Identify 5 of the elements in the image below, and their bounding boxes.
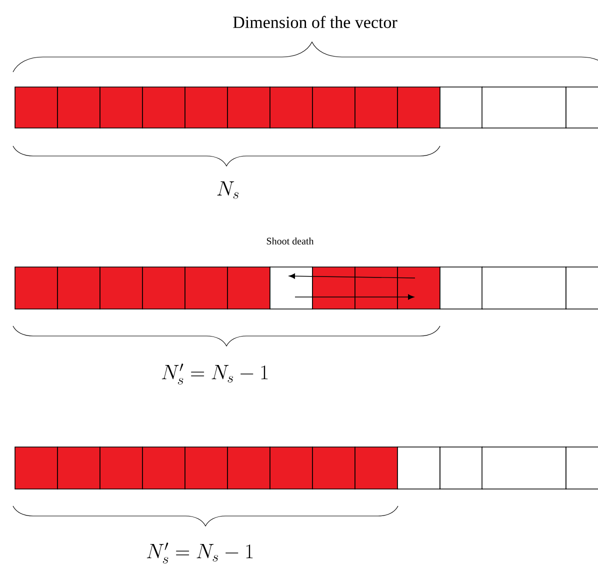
annotation-text: Shoot death [266, 237, 314, 244]
brace-label: $N'_s = N_s - 1$ [146, 542, 253, 564]
brace-label: $N'_s = N_s - 1$ [162, 364, 268, 384]
brace-label: Dimension of the vector [233, 16, 398, 28]
brace-label: $N_s$ [217, 181, 238, 199]
